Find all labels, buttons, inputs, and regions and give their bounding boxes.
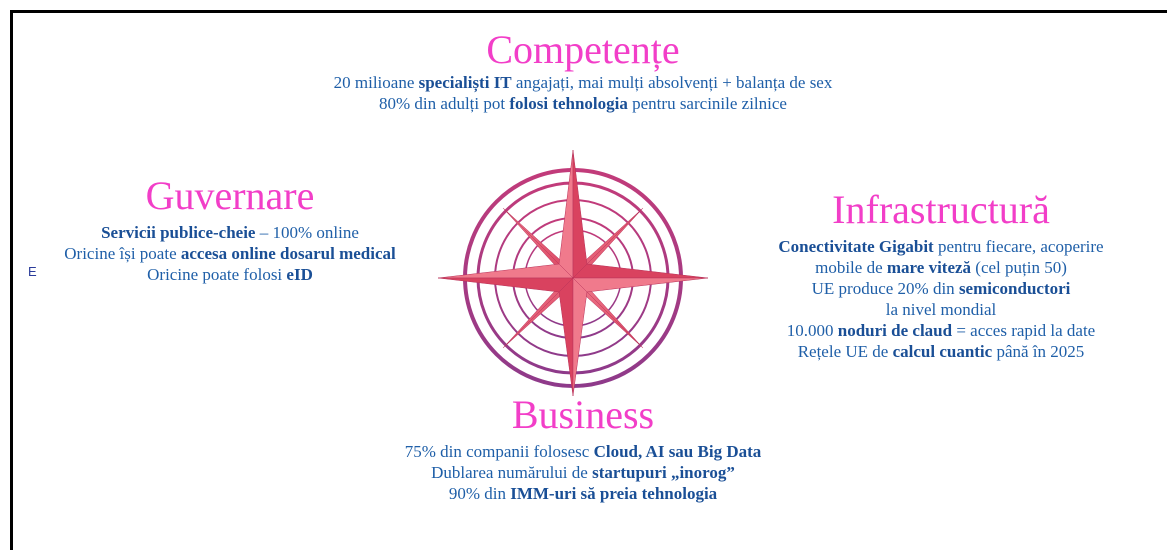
section-business: Business 75% din companii folosesc Cloud…: [183, 395, 983, 504]
text: 20 milioane: [333, 73, 419, 92]
section-line: Servicii publice-cheie – 100% online: [45, 222, 415, 243]
bold-text: specialiști IT: [418, 73, 512, 92]
section-line: Dublarea numărului de startupuri „inorog…: [183, 462, 983, 483]
section-title: Competențe: [486, 27, 680, 72]
slide-frame: [10, 10, 1167, 550]
section-line: la nivel mondial: [726, 299, 1156, 320]
text: 75% din companii folosesc: [404, 442, 594, 461]
text: UE produce 20% din: [811, 279, 959, 298]
section-lines: Conectivitate Gigabit pentru fiecare, ac…: [726, 236, 1156, 362]
bold-text: folosi tehnologia: [509, 94, 628, 113]
bold-text: Servicii publice-cheie: [101, 223, 256, 242]
section-line: 90% din IMM-uri să preia tehnologia: [183, 483, 983, 504]
bold-text: mare viteză: [886, 258, 972, 277]
text: mobile de: [815, 258, 887, 277]
text: 90% din: [448, 484, 511, 503]
text: 80% din adulți pot: [379, 94, 510, 113]
stray-text: E: [28, 264, 37, 279]
bold-text: calcul cuantic: [892, 342, 993, 361]
text: pentru sarcinile zilnice: [627, 94, 787, 113]
text: pentru fiecare, acoperire: [933, 237, 1104, 256]
text: 10.000: [786, 321, 838, 340]
bold-text: Cloud, AI sau Big Data: [593, 442, 762, 461]
text: Dublarea numărului de: [431, 463, 593, 482]
section-title: Business: [511, 392, 655, 437]
section-title: Infrastructură: [832, 187, 1050, 232]
section-title: Guvernare: [145, 173, 315, 218]
bold-text: noduri de claud: [837, 321, 953, 340]
bold-text: Conectivitate Gigabit: [778, 237, 934, 256]
text: – 100% online: [255, 223, 359, 242]
section-line: mobile de mare viteză (cel puțin 50): [726, 257, 1156, 278]
text: (cel puțin 50): [971, 258, 1067, 277]
text: la nivel mondial: [885, 300, 997, 319]
text: până în 2025: [992, 342, 1085, 361]
section-line: 80% din adulți pot folosi tehnologia pen…: [183, 93, 983, 114]
section-lines: 20 milioane specialiști IT angajați, mai…: [183, 72, 983, 114]
section-line: Rețele UE de calcul cuantic până în 2025: [726, 341, 1156, 362]
section-line: 75% din companii folosesc Cloud, AI sau …: [183, 441, 983, 462]
bold-text: startupuri „inorog”: [592, 463, 735, 482]
bold-text: accesa online dosarul medical: [180, 244, 396, 263]
section-infrastructura: Infrastructură Conectivitate Gigabit pen…: [726, 190, 1156, 362]
section-lines: 75% din companii folosesc Cloud, AI sau …: [183, 441, 983, 504]
text: Rețele UE de: [797, 342, 893, 361]
bold-text: IMM-uri să preia tehnologia: [510, 484, 718, 503]
section-competente: Competențe 20 milioane specialiști IT an…: [183, 30, 983, 114]
text: angajați, mai mulți absolvenți + balanța…: [511, 73, 833, 92]
bold-text: eID: [286, 265, 313, 284]
text: Oricine își poate: [64, 244, 181, 263]
compass-rose-icon: [438, 149, 709, 397]
text: = acces rapid la date: [952, 321, 1096, 340]
section-line: UE produce 20% din semiconductori: [726, 278, 1156, 299]
bold-text: semiconductori: [958, 279, 1071, 298]
section-line: Conectivitate Gigabit pentru fiecare, ac…: [726, 236, 1156, 257]
section-guvernare: Guvernare Servicii publice-cheie – 100% …: [45, 176, 415, 285]
section-line: 20 milioane specialiști IT angajați, mai…: [183, 72, 983, 93]
section-line: Oricine își poate accesa online dosarul …: [45, 243, 415, 264]
text: Oricine poate folosi: [147, 265, 287, 284]
section-line: Oricine poate folosi eID: [45, 264, 415, 285]
section-line: 10.000 noduri de claud = acces rapid la …: [726, 320, 1156, 341]
